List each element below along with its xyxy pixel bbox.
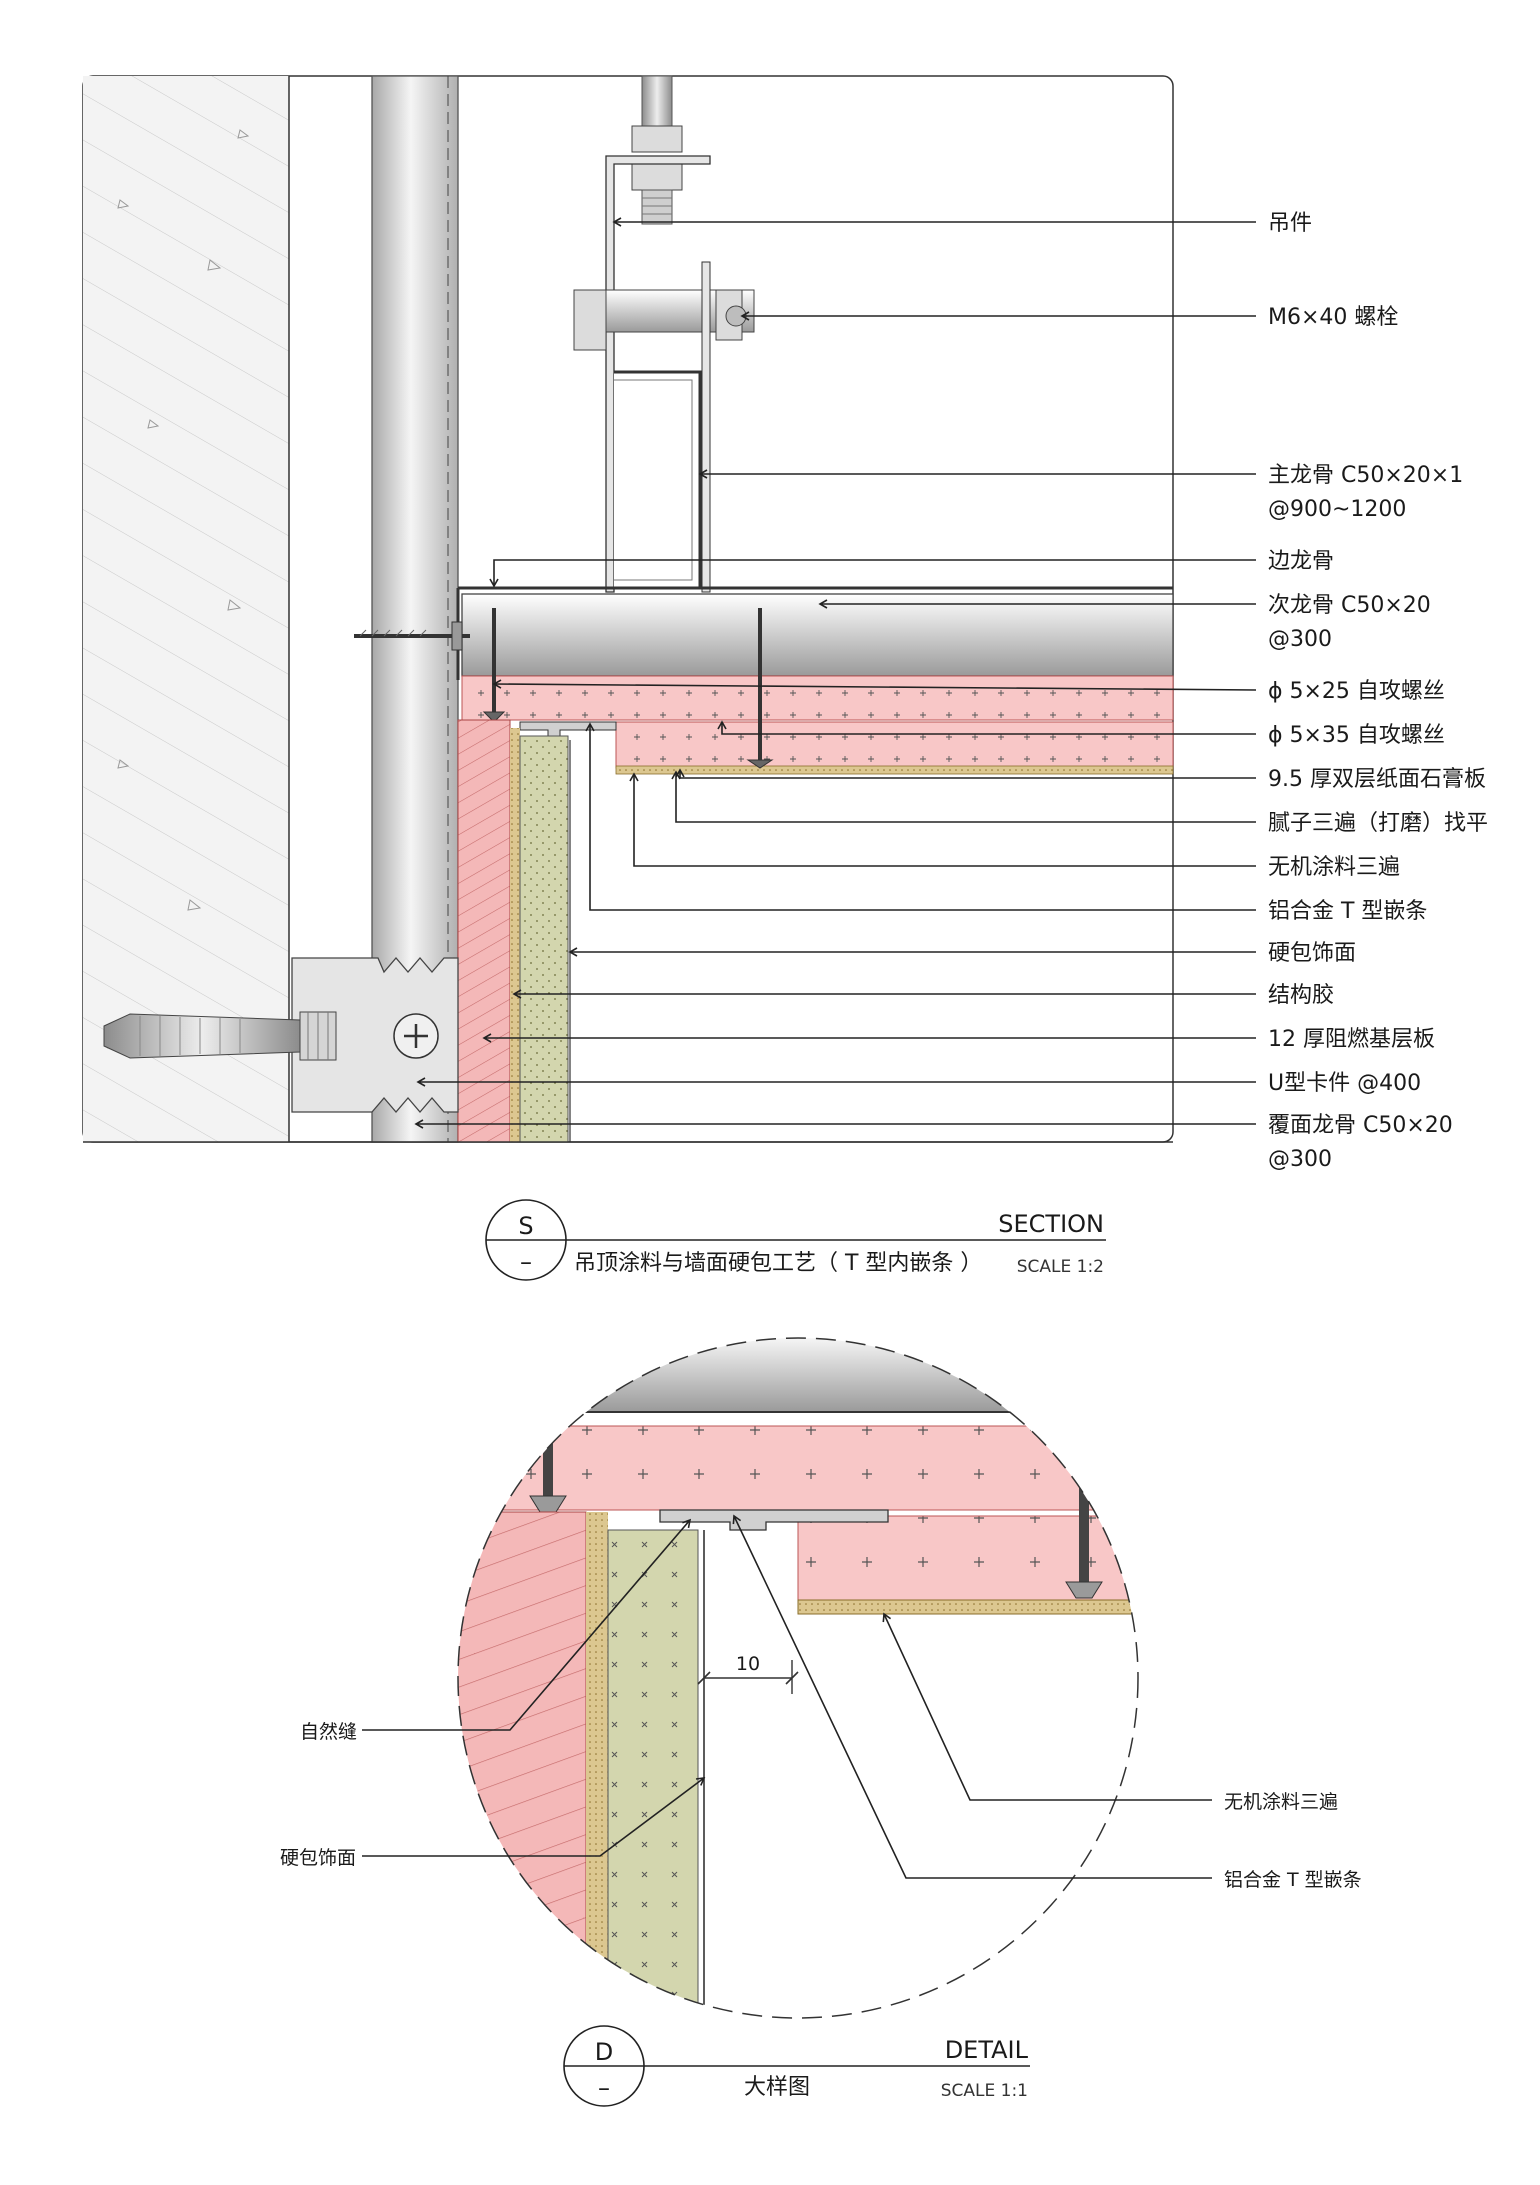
section-title-cn: 吊顶涂料与墙面硬包工艺（ T 型内嵌条 ） [574, 1251, 982, 1276]
section-scale: SCALE 1:2 [1017, 1257, 1104, 1277]
soft-pack-facing [519, 735, 569, 1143]
label-structural-glue: 结构胶 [1268, 983, 1334, 1008]
detail-symbol-bottom: – [598, 2074, 610, 2102]
label-m6-bolt: M6×40 螺栓 [1268, 305, 1398, 330]
label-u-clip: U型卡件 @400 [1268, 1071, 1421, 1096]
label-screw-5x25: ϕ 5×25 自攻螺丝 [1268, 679, 1445, 704]
label-hanger: 吊件 [1268, 211, 1312, 236]
label-cover-keel-spacing: @300 [1268, 1147, 1332, 1172]
secondary-keel [461, 593, 1174, 677]
label-soft-pack-detail: 硬包饰面 [280, 1847, 356, 1869]
section-title-en: SECTION [998, 1210, 1104, 1238]
section-title-block: S – SECTION 吊顶涂料与墙面硬包工艺（ T 型内嵌条 ） SCALE … [485, 1199, 1106, 1281]
label-t-strip: 铝合金 T 型嵌条 [1268, 899, 1427, 924]
detail-drawing: 10 [457, 1337, 1139, 2019]
concrete-wall [83, 76, 289, 1142]
label-inorganic-paint-detail: 无机涂料三遍 [1224, 1791, 1338, 1813]
u-clip [291, 957, 459, 1113]
detail-soft-pack [607, 1529, 699, 2018]
putty-layer [615, 765, 1174, 775]
detail-symbol: D [595, 2038, 613, 2066]
detail-dimension: 10 [736, 1653, 760, 1675]
gypsum-board-1 [461, 675, 1174, 721]
detail-title-cn: 大样图 [744, 2075, 810, 2100]
label-natural-gap: 自然缝 [300, 1721, 357, 1743]
expansion-anchor [103, 1013, 301, 1059]
main-keel [614, 370, 702, 590]
label-putty: 腻子三遍（打磨）找平 [1268, 811, 1488, 836]
label-main-keel: 主龙骨 C50×20×1 [1268, 463, 1463, 488]
gypsum-board-2 [615, 721, 1174, 769]
section-callouts: 吊件 M6×40 螺栓 主龙骨 C50×20×1 @900~1200 边龙骨 次… [414, 211, 1488, 1172]
label-screw-5x35: ϕ 5×35 自攻螺丝 [1268, 723, 1445, 748]
section-drawing [82, 75, 1174, 1143]
label-secondary-keel-spacing: @300 [1268, 627, 1332, 652]
detail-base-board [458, 1511, 587, 2018]
label-edge-keel: 边龙骨 [1268, 549, 1334, 574]
structural-glue [510, 728, 520, 1142]
detail-glue [586, 1512, 608, 2018]
label-main-keel-spacing: @900~1200 [1268, 497, 1406, 522]
label-soft-pack: 硬包饰面 [1268, 941, 1356, 966]
label-inorganic-paint: 无机涂料三遍 [1268, 855, 1400, 880]
label-cover-keel: 覆面龙骨 C50×20 [1268, 1113, 1453, 1138]
base-board [457, 719, 511, 1143]
detail-gypsum-1 [458, 1425, 1138, 1511]
label-base-board: 12 厚阻燃基层板 [1268, 1027, 1435, 1052]
label-t-strip-detail: 铝合金 T 型嵌条 [1224, 1869, 1362, 1891]
label-secondary-keel: 次龙骨 C50×20 [1268, 593, 1431, 618]
section-symbol: S [518, 1212, 533, 1240]
detail-title-en: DETAIL [945, 2036, 1029, 2064]
label-gypsum-board: 9.5 厚双层纸面石膏板 [1268, 767, 1486, 792]
detail-circle [457, 1337, 1139, 2019]
section-symbol-bottom: – [520, 1248, 532, 1276]
hanger-rod [641, 75, 673, 133]
detail-callouts: 自然缝 硬包饰面 无机涂料三遍 铝合金 T 型嵌条 [280, 1514, 1362, 1891]
detail-putty [797, 1599, 1138, 1615]
detail-secondary-keel [458, 1338, 1138, 1412]
detail-title-block: D – DETAIL 大样图 SCALE 1:1 [563, 2025, 1030, 2107]
detail-scale: SCALE 1:1 [941, 2081, 1028, 2101]
hanger-plate [605, 155, 711, 593]
